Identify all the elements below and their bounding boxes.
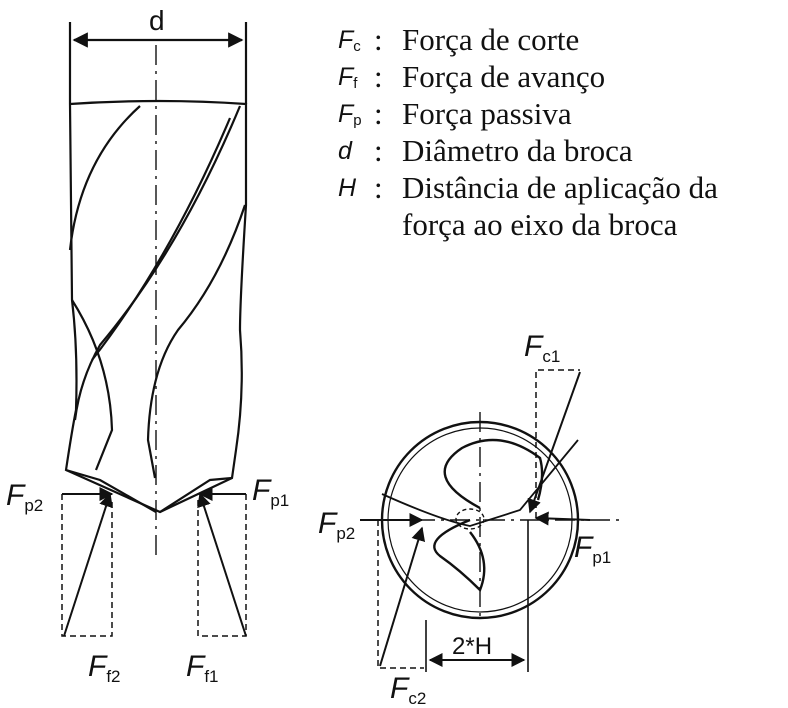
diagram-labels: d Fp2 Fp1 Ff2 Ff1 Fc1 Fc2 Fp2 Fp1 2*H <box>6 5 611 708</box>
end-fc1-label: Fc1 <box>524 330 560 366</box>
ff2-arrow <box>63 492 113 637</box>
side-ff1-label: Ff1 <box>186 650 219 686</box>
legend-h-symbol: H <box>338 174 357 202</box>
legend-d-symbol: d <box>338 137 352 165</box>
legend-colon: : <box>374 59 383 94</box>
drill-flute-1 <box>68 105 141 251</box>
ff2-component-box <box>61 494 113 637</box>
legend: Fc : Força de corte Ff : Força de avanço… <box>338 22 778 244</box>
legend-row-d: d : Diâmetro da broca <box>338 133 778 170</box>
end-view-web <box>455 508 485 530</box>
legend-colon: : <box>374 133 383 168</box>
legend-fp-desc: Força passiva <box>402 96 572 131</box>
drill-end-view <box>380 412 624 622</box>
drill-side-view <box>64 22 248 560</box>
drill-cutting-edge-left <box>65 468 157 513</box>
end-view-forces <box>360 369 591 672</box>
legend-row-h: H : Distância de aplicação da <box>338 170 778 207</box>
drill-body-outline <box>64 99 248 514</box>
end-view-lip-upper <box>443 438 544 510</box>
drill-flute-2b <box>91 117 232 361</box>
end-fp2-label: Fp2 <box>318 507 355 543</box>
drill-flute-4 <box>71 299 114 471</box>
legend-colon: : <box>374 22 383 57</box>
side-fp1-label: Fp1 <box>252 474 289 510</box>
side-view-forces <box>61 487 247 637</box>
legend-row-fc: Fc : Força de corte <box>338 22 778 59</box>
legend-row-fp: Fp : Força passiva <box>338 96 778 133</box>
ff1-arrow <box>197 492 247 637</box>
d-label: d <box>149 5 165 36</box>
end-fp1-label: Fp1 <box>574 531 611 567</box>
legend-ff-symbol: Ff <box>338 63 358 92</box>
legend-h-desc-line1: Distância de aplicação da <box>402 170 718 205</box>
fc1-arrow <box>527 371 581 514</box>
legend-fc-desc: Força de corte <box>402 22 580 57</box>
end-fc2-label: Fc2 <box>390 672 426 708</box>
end-view-lip-lower <box>433 518 486 593</box>
fp1-end-arrow <box>534 511 591 526</box>
h-label: 2*H <box>452 633 492 660</box>
legend-h-desc-line2: força ao eixo da broca <box>402 207 678 242</box>
ff1-component-box <box>197 494 247 637</box>
drill-cutting-edge-right <box>159 476 233 513</box>
side-fp2-label: Fp2 <box>6 479 43 515</box>
legend-ff-desc: Força de avanço <box>402 59 606 94</box>
legend-row-h-cont: força ao eixo da broca <box>338 207 778 244</box>
legend-fp-symbol: Fp <box>338 100 362 129</box>
legend-d-desc: Diâmetro da broca <box>402 133 633 168</box>
end-view-chisel <box>381 439 579 527</box>
side-ff2-label: Ff2 <box>88 650 121 686</box>
legend-fc-symbol: Fc <box>338 26 361 55</box>
drill-flute-3 <box>146 204 247 479</box>
legend-row-ff: Ff : Força de avanço <box>338 59 778 96</box>
fc2-arrow <box>379 526 426 667</box>
legend-colon: : <box>374 96 383 131</box>
legend-colon: : <box>374 170 383 205</box>
